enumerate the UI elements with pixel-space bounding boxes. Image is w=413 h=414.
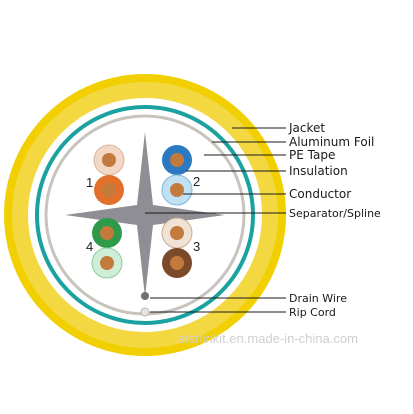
conductor-icon (100, 256, 114, 270)
pair-3 (161, 217, 193, 278)
conductor-icon (100, 226, 114, 240)
pair-number-3: 3 (193, 239, 200, 254)
pair-number-1: 1 (86, 175, 93, 190)
label-pe-tape: PE Tape (289, 148, 335, 162)
pair-1 (93, 144, 125, 205)
leader-lines (145, 127, 286, 313)
drain-wire-icon (141, 292, 149, 300)
label-rip-cord: Rip Cord (289, 306, 336, 319)
label-jacket: Jacket (288, 121, 325, 135)
pair-4 (91, 218, 123, 279)
conductor-icon (102, 153, 116, 167)
conductor-icon (170, 183, 184, 197)
label-aluminum-foil: Aluminum Foil (289, 135, 374, 149)
conductor-icon (170, 256, 184, 270)
label-conductor: Conductor (289, 187, 351, 201)
label-insulation: Insulation (289, 164, 348, 178)
label-separator-spline: Separator/Spline (289, 207, 381, 220)
watermark-text: starlinkit.en.made-in-china.com (178, 331, 358, 346)
pair-number-4: 4 (86, 239, 93, 254)
separator-spline (65, 132, 225, 297)
pair-number-2: 2 (193, 174, 200, 189)
label-drain-wire: Drain Wire (289, 292, 347, 305)
rip-cord-icon (140, 307, 150, 317)
conductor-icon (170, 153, 184, 167)
conductor-icon (102, 183, 116, 197)
pair-2 (161, 145, 193, 206)
conductor-icon (170, 226, 184, 240)
pe-tape-ring (35, 105, 255, 325)
